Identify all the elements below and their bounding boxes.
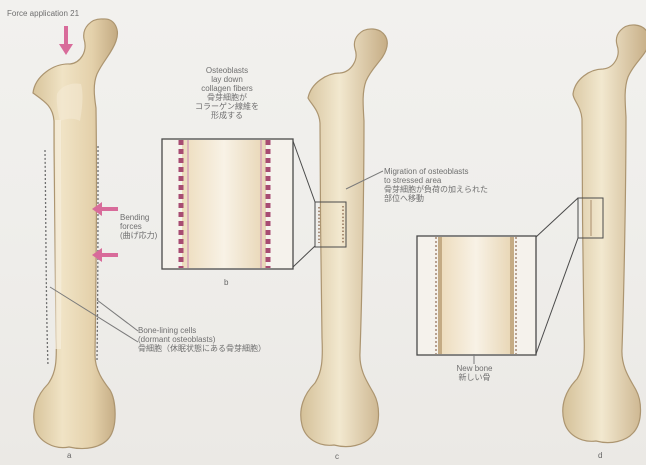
inset-panel-b — [162, 139, 315, 269]
migration-line-4: 部位へ移動 — [384, 194, 488, 203]
panel-label-c: c — [335, 452, 339, 461]
bending-forces-line-3: (曲げ応力) — [120, 231, 157, 240]
bone-lining-cells-a-left — [45, 150, 48, 366]
bone-lining-leader-1 — [97, 300, 138, 331]
bending-forces-line-1: Bending — [120, 213, 157, 222]
bone-lining-line-3: 骨細胞（休眠状態にある骨芽細胞） — [138, 344, 266, 353]
zoom-connector-b-bottom — [293, 246, 315, 267]
new-bone-line-2: 新しい骨 — [452, 373, 497, 382]
migration-line-2: to stressed area — [384, 176, 488, 185]
femur-c — [301, 29, 387, 447]
zoom-connector-d-top — [536, 198, 578, 237]
panel-label-a: a — [67, 451, 71, 460]
panel-b-top-line-4: 骨芽細胞が — [184, 93, 270, 102]
inset-panel-d — [417, 198, 578, 364]
force-arrow-top — [59, 26, 73, 55]
bending-forces-line-2: forces — [120, 222, 157, 231]
panel-label-b: b — [224, 278, 228, 287]
migration-label: Migration of osteoblasts to stressed are… — [384, 167, 488, 203]
migration-line-3: 骨芽細胞が負荷の加えられた — [384, 185, 488, 194]
femur-a — [33, 19, 117, 449]
bone-d — [563, 25, 646, 443]
zoom-connector-d-bottom — [536, 238, 578, 354]
panel-b-top-line-5: コラーゲン線維を — [184, 102, 270, 111]
zoom-connector-b-top — [293, 141, 315, 202]
new-bone-line-1: New bone — [452, 364, 497, 373]
bone-a — [33, 19, 117, 449]
panel-b-top-line-2: lay down — [184, 75, 270, 84]
bending-forces-label: Bending forces (曲げ応力) — [120, 213, 157, 240]
header-label: Force application 21 — [7, 9, 79, 18]
panel-label-d: d — [598, 451, 602, 460]
femur-d — [563, 25, 646, 443]
new-bone-label: New bone 新しい骨 — [452, 364, 497, 382]
inset-d-bone-shaft — [440, 237, 512, 354]
panel-b-top-label: Osteoblasts lay down collagen fibers 骨芽細… — [184, 66, 270, 120]
panel-b-top-line-6: 形成する — [184, 111, 270, 120]
bone-lining-line-2: (dormant osteoblasts) — [138, 335, 266, 344]
inset-b-bone-shaft — [182, 140, 266, 268]
panel-b-top-line-3: collagen fibers — [184, 84, 270, 93]
bone-lining-cells-label: Bone-lining cells (dormant osteoblasts) … — [138, 326, 266, 353]
migration-line-1: Migration of osteoblasts — [384, 167, 488, 176]
panel-b-top-line-1: Osteoblasts — [184, 66, 270, 75]
bone-c — [301, 29, 387, 447]
bone-lining-line-1: Bone-lining cells — [138, 326, 266, 335]
